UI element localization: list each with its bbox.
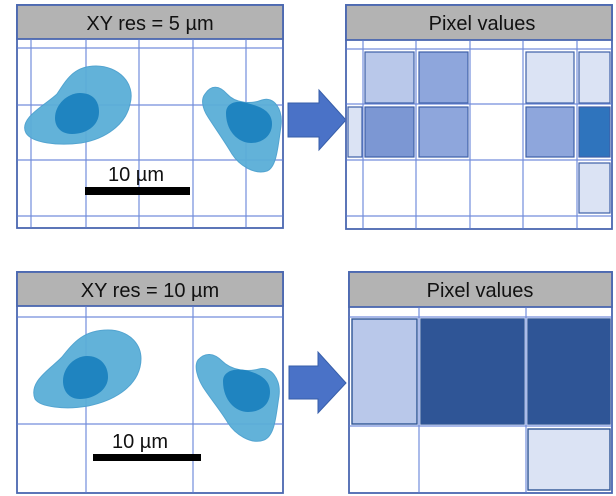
right-arrow-icon [287,88,347,152]
right-arrow-icon [288,350,347,415]
top-left-scale-label: 10 µm [108,164,164,186]
top-left-scale-bar [85,187,190,195]
top-left-panel: XY res = 5 µm 10 µm [16,4,284,229]
bottom-right-pixels [351,318,611,491]
bottom-left-scale-bar [93,454,201,461]
bottom-right-grid [349,307,612,493]
top-left-title: XY res = 5 µm [86,13,213,35]
bottom-left-panel: XY res = 10 µm 10 µm [16,271,284,494]
top-right-panel: Pixel values [345,4,613,230]
bottom-left-title: XY res = 10 µm [81,280,219,302]
top-right-pixels [347,51,611,214]
bottom-right-panel: Pixel values [348,271,613,494]
top-left-cell-2 [202,86,282,173]
bottom-left-cell-2 [195,354,280,442]
bottom-right-title: Pixel values [427,280,534,302]
bottom-left-scale-label: 10 µm [112,431,168,453]
bottom-left-cell-1 [33,329,142,409]
top-left-cell-1 [24,65,132,145]
top-right-grid [346,40,612,229]
top-right-title: Pixel values [429,13,536,35]
